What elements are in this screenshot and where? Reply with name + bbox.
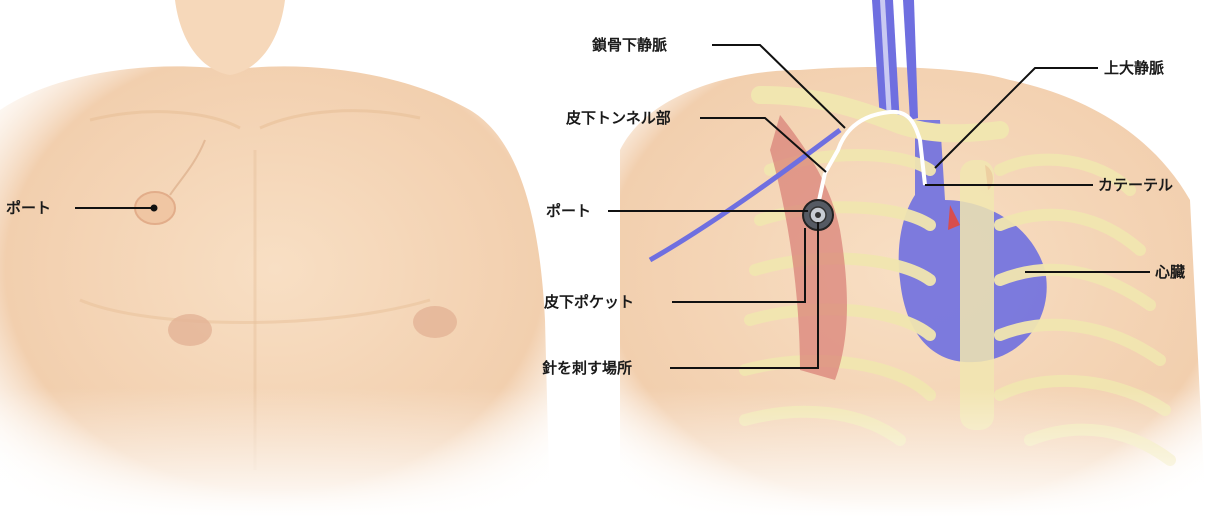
label-subclavian-vein: 鎖骨下静脈 (592, 36, 667, 54)
label-port-right: ポート (546, 202, 591, 220)
label-needle-site: 針を刺す場所 (542, 359, 632, 377)
left-torso (0, 0, 560, 517)
label-port-left: ポート (6, 199, 51, 217)
label-catheter: カテーテル (1098, 176, 1173, 194)
label-subcutaneous-pocket: 皮下ポケット (544, 293, 634, 311)
label-subcutaneous-tunnel: 皮下トンネル部 (566, 109, 671, 127)
right-torso (600, 0, 1206, 517)
label-heart: 心臓 (1155, 263, 1185, 281)
label-superior-vena-cava: 上大静脈 (1104, 59, 1164, 77)
